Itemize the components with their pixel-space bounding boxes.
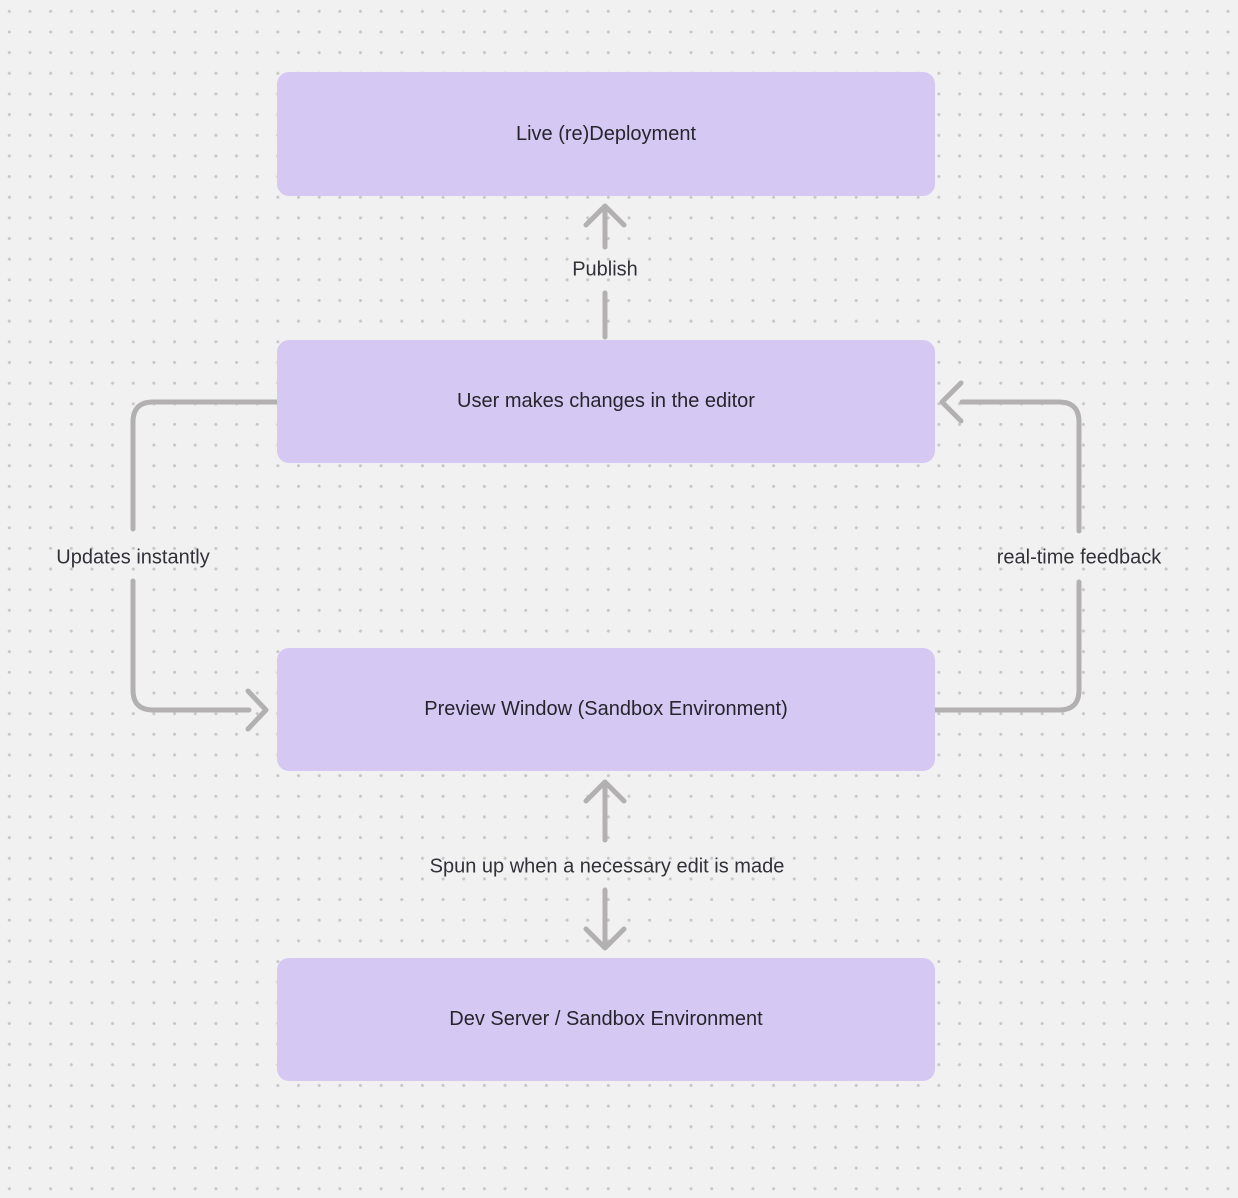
node-preview-window-label: Preview Window (Sandbox Environment) [424,698,788,720]
node-dev-server-label: Dev Server / Sandbox Environment [449,1008,763,1030]
node-live-redeployment-label: Live (re)Deployment [515,122,697,145]
node-dev-server[interactable]: Dev Server / Sandbox Environment [277,958,935,1081]
node-user-editor-label: User makes changes in the editor [457,390,755,412]
node-preview-window[interactable]: Preview Window (Sandbox Environment) [277,648,935,771]
node-user-editor[interactable]: User makes changes in the editor [277,340,935,463]
edge-label-publish: Publish [572,258,638,281]
edge-label-real-time-feedback: real-time feedback [996,546,1162,569]
node-live-redeployment[interactable]: Live (re)Deployment [277,72,935,196]
edge-label-spun-up: Spun up when a necessary edit is made [429,855,785,878]
edge-label-updates-instantly: Updates instantly [56,546,210,569]
